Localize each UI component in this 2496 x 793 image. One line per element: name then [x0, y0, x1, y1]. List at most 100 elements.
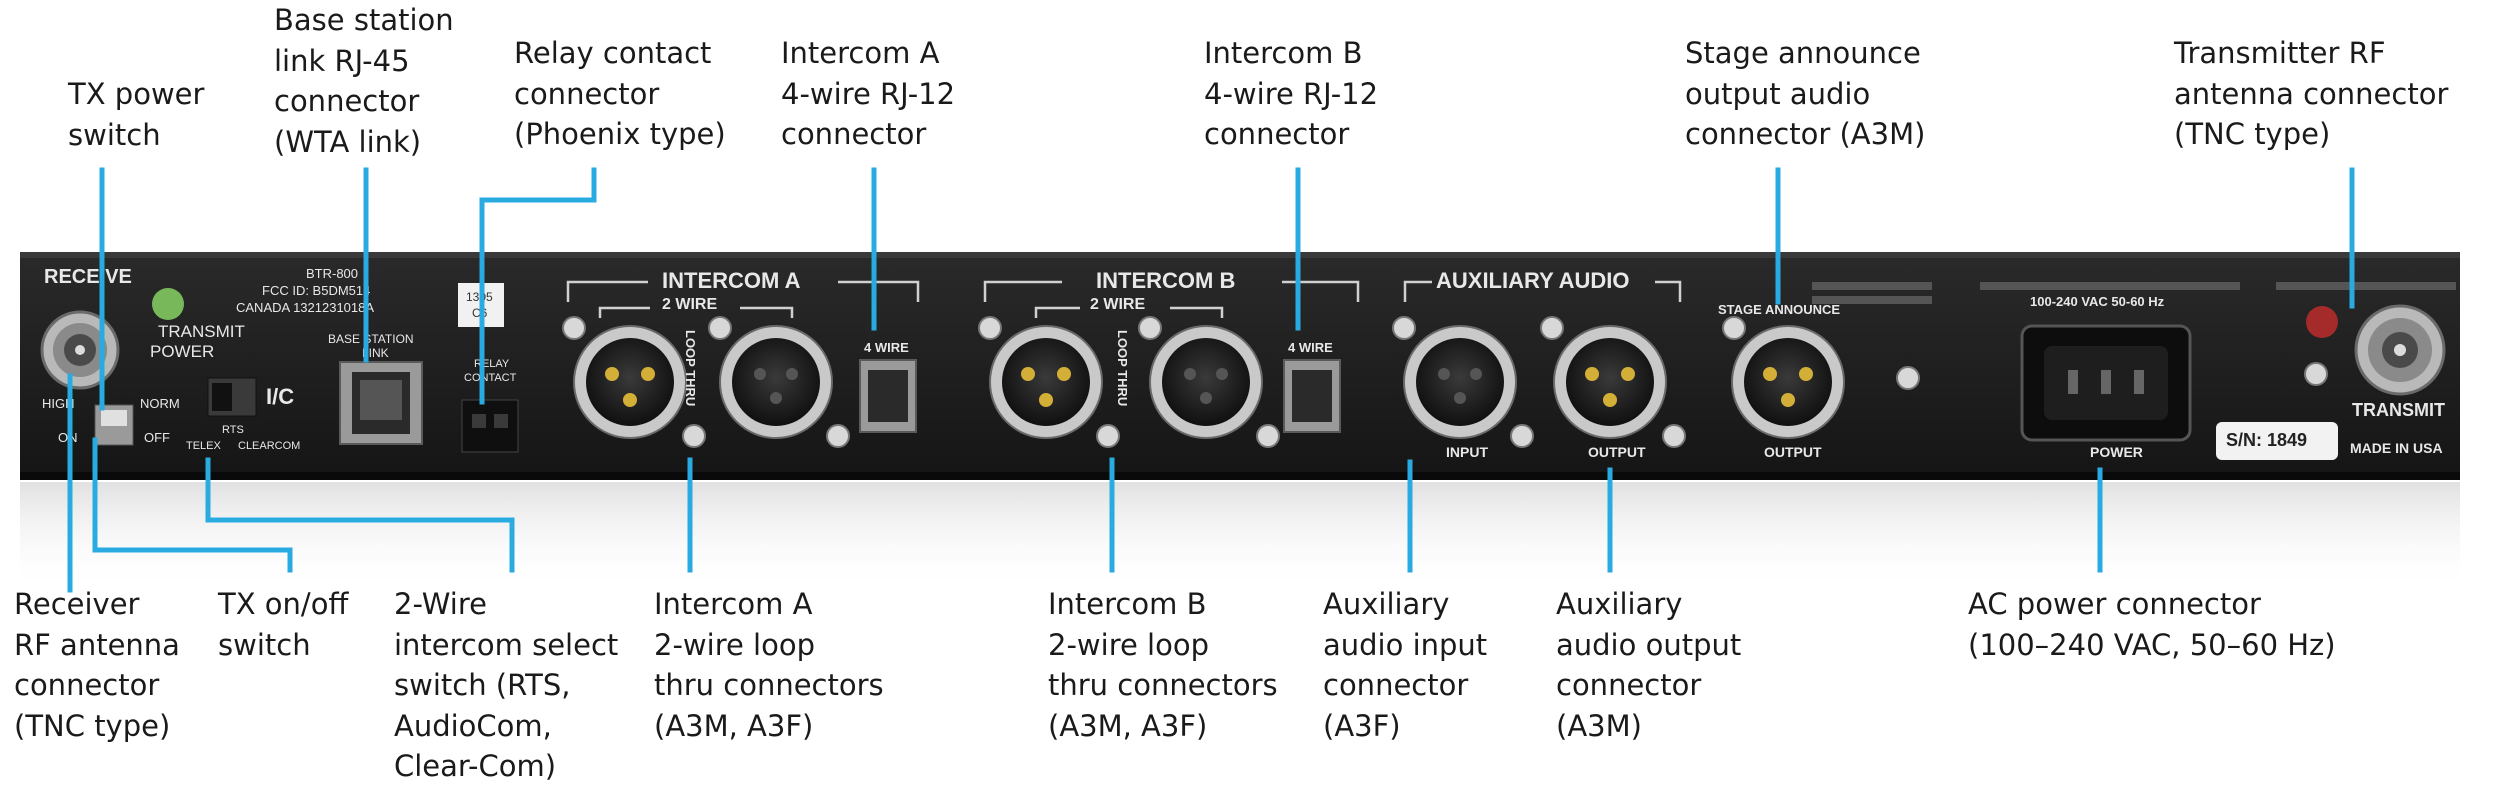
panel-rts-label: RTS	[222, 424, 244, 436]
callout-line: Auxiliary	[1556, 587, 1683, 621]
callout-line: switch (RTS,	[394, 668, 571, 702]
intercom-a-rj12	[859, 359, 917, 433]
panel-stage-output-label: OUTPUT	[1764, 444, 1822, 460]
panel-serial-number: S/N: 1849	[2226, 430, 2308, 450]
callout-line: TX power	[68, 77, 205, 111]
panel-model: BTR-800	[306, 266, 359, 281]
callout-stage-announce: Stage announce output audio connector (A…	[1685, 33, 1925, 155]
callout-line: (A3M, A3F)	[1048, 708, 1208, 743]
stage-announce-xlr-male	[1731, 325, 1845, 439]
panel-canada-id: CANADA 1321231018A	[236, 300, 375, 315]
callout-tx-onoff: TX on/off switch	[218, 584, 348, 665]
callout-intercom-a-loop: Intercom A 2-wire loop thru connectors (…	[654, 584, 884, 746]
panel-transmit-label: TRANSMIT	[2352, 400, 2445, 420]
panel-aux-output-label: OUTPUT	[1588, 444, 1646, 460]
callout-line: Stage announce	[1685, 36, 1921, 70]
callout-line: Receiver	[14, 587, 140, 621]
callout-line: output audio	[1685, 76, 1871, 111]
callout-tx-power-switch: TX power switch	[68, 74, 204, 155]
callout-transmitter-rf: Transmitter RF antenna connector (TNC ty…	[2174, 33, 2448, 155]
callout-line: antenna connector	[2174, 76, 2449, 111]
receive-tnc-connector	[40, 310, 120, 390]
callout-line: Intercom A	[654, 587, 813, 621]
intercom-b-xlr-female	[1149, 325, 1263, 439]
panel-high-label: HIGH	[42, 396, 75, 411]
panel-power-label: POWER	[150, 342, 215, 361]
callout-line: (TNC type)	[14, 708, 171, 743]
callout-line: connector	[1204, 117, 1350, 151]
callout-line: Intercom B	[1204, 36, 1363, 70]
aux-output-xlr-male	[1553, 325, 1667, 439]
callout-line: Base station	[274, 3, 454, 37]
callout-line: (Phoenix type)	[514, 117, 726, 151]
callout-ac-power: AC power connector (100–240 VAC, 50–60 H…	[1968, 584, 2336, 665]
panel-relay-label-2: CONTACT	[464, 372, 517, 384]
callout-aux-output: Auxiliary audio output connector (A3M)	[1556, 584, 1741, 746]
callout-line: (A3F)	[1323, 708, 1401, 743]
callout-line: connector	[1323, 668, 1469, 702]
leader-tx-onoff	[92, 437, 293, 573]
callout-line: AC power connector	[1968, 587, 2261, 621]
panel-intercom-a-4wire: 4 WIRE	[864, 340, 909, 355]
callout-line: (A3M)	[1556, 708, 1642, 743]
callout-line: connector	[781, 117, 927, 151]
callout-line: 4-wire RJ-12	[781, 76, 956, 111]
sticker-text-1: 1305	[466, 290, 493, 304]
callout-line: link RJ-45	[274, 43, 410, 78]
callout-line: Transmitter RF	[2174, 36, 2386, 70]
transmit-tnc-connector	[2354, 304, 2446, 396]
callout-receiver-rf: Receiver RF antenna connector (TNC type)	[14, 584, 180, 746]
callout-line: 4-wire RJ-12	[1204, 76, 1379, 111]
callout-line: 2-Wire	[394, 587, 487, 621]
callout-intercom-a-4wire: Intercom A 4-wire RJ-12 connector	[781, 33, 955, 155]
panel-auxiliary-audio-label: AUXILIARY AUDIO	[1436, 268, 1630, 293]
callout-line: Intercom B	[1048, 587, 1207, 621]
callout-line: AudioCom,	[394, 708, 552, 743]
panel-norm-label: NORM	[140, 396, 180, 411]
callout-line: connector	[514, 76, 660, 111]
panel-ac-rating: 100-240 VAC 50-60 Hz	[2030, 294, 2165, 309]
panel-intercom-b-4wire: 4 WIRE	[1288, 340, 1333, 355]
callout-line: (100–240 VAC, 50–60 Hz)	[1968, 627, 2336, 662]
ac-power-iec-inlet	[2020, 324, 2192, 442]
panel-base-station-label-2: LINK	[362, 346, 389, 360]
status-led-green	[152, 288, 184, 320]
callout-line: Intercom A	[781, 36, 940, 70]
panel-reflection	[20, 482, 2460, 592]
callout-line: thru connectors	[654, 668, 884, 702]
callout-line: Relay contact	[514, 36, 712, 70]
panel-stage-announce-label: STAGE ANNOUNCE	[1718, 302, 1841, 317]
callout-line: RF antenna	[14, 627, 180, 662]
status-led-red	[2306, 306, 2338, 338]
panel-intercom-a-2wire: 2 WIRE	[662, 296, 718, 313]
panel-made-in: MADE IN USA	[2350, 440, 2443, 456]
callout-line: connector (A3M)	[1685, 117, 1926, 151]
panel-intercom-b-2wire: 2 WIRE	[1090, 296, 1146, 313]
panel-ic-label: I/C	[266, 384, 295, 409]
callout-line: audio input	[1323, 627, 1488, 662]
leader-two-wire-select	[205, 457, 515, 573]
panel-intercom-a-loop-thru: LOOP THRU	[683, 330, 698, 407]
intercom-b-rj12	[1283, 359, 1341, 433]
relay-phoenix-connector	[461, 399, 519, 453]
callout-line: (TNC type)	[2174, 117, 2331, 151]
serial-label-bg	[2216, 422, 2338, 460]
callout-line: intercom select	[394, 627, 619, 662]
callout-line: connector	[274, 84, 420, 118]
base-station-rj45	[339, 361, 423, 445]
panel-clearcom-label: CLEARCOM	[238, 440, 301, 452]
callout-aux-input: Auxiliary audio input connector (A3F)	[1323, 584, 1487, 746]
callout-intercom-b-4wire: Intercom B 4-wire RJ-12 connector	[1204, 33, 1378, 155]
intercom-a-xlr-female	[719, 325, 833, 439]
callout-line: 2-wire loop	[654, 627, 815, 662]
aux-input-xlr-female	[1403, 325, 1517, 439]
callout-line: Clear-Com)	[394, 749, 557, 783]
callout-line: switch	[218, 627, 311, 662]
panel-intercom-a-label: INTERCOM A	[662, 268, 801, 293]
callout-line: thru connectors	[1048, 668, 1278, 702]
panel-fcc-id: FCC ID: B5DM514	[262, 283, 371, 298]
callout-line: Auxiliary	[1323, 587, 1450, 621]
panel-base-station-label-1: BASE STATION	[328, 332, 414, 346]
callout-line: TX on/off	[218, 587, 349, 621]
intercom-b-xlr-male	[989, 325, 1103, 439]
